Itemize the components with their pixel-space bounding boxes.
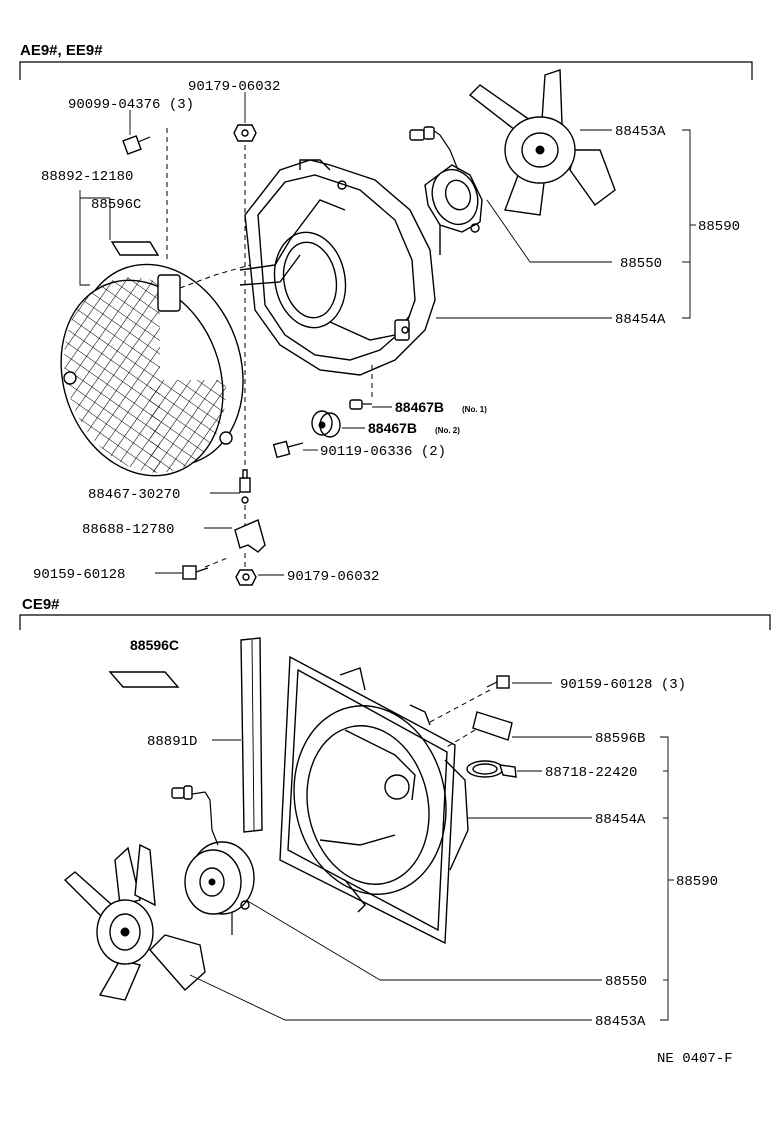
fan-blade-top [468, 69, 616, 216]
label-88891d: 88891D [147, 734, 197, 750]
clamp-88718 [466, 760, 517, 778]
bolt-90159-bottom [486, 675, 510, 689]
fan-motor-top [409, 126, 483, 255]
label-90099-04376: 90099-04376 (3) [68, 97, 194, 113]
nut-90179-top [233, 124, 257, 142]
label-90159-60128-bottom: 90159-60128 (3) [560, 677, 686, 693]
nut-90179-bottom [235, 569, 257, 586]
label-90119-06336: 90119-06336 (2) [320, 444, 446, 460]
fan-guard-mesh [60, 260, 244, 490]
section-frame-top [19, 61, 753, 80]
fan-shroud-bottom [279, 655, 469, 945]
label-88596c-top: 88596C [91, 197, 141, 213]
label-88453a-bottom: 88453A [595, 1014, 646, 1030]
label-88688-12780: 88688-12780 [82, 522, 174, 538]
label-88550-top: 88550 [620, 256, 662, 272]
section-frame-bottom [19, 614, 771, 630]
label-88467b-no2-sub: (No. 2) [435, 426, 460, 435]
stud-88467 [239, 469, 251, 504]
fan-shroud [239, 159, 436, 376]
bolt-90159-top [182, 565, 209, 580]
leaders-top [79, 92, 696, 576]
grommet-no1 [349, 399, 372, 410]
section-title-top: AE9#, EE9# [20, 42, 103, 59]
bolt-90119 [272, 440, 304, 459]
fan-blade-bottom [63, 843, 206, 1001]
seal-strip-88891d [240, 637, 263, 833]
label-88454a-top: 88454A [615, 312, 666, 328]
label-90179-06032-top: 90179-06032 [188, 79, 280, 95]
label-88467b-no1: 88467B [395, 399, 444, 415]
label-88467b-no2: 88467B [368, 420, 417, 436]
label-sticker-88596b [472, 711, 513, 741]
label-88718-22420: 88718-22420 [545, 765, 637, 781]
label-sticker-top [110, 241, 160, 256]
label-88467-30270: 88467-30270 [88, 487, 180, 503]
label-sticker-bottom [108, 671, 180, 688]
label-88892-12180: 88892-12180 [41, 169, 133, 185]
label-88454a-bottom: 88454A [595, 812, 646, 828]
label-88596b: 88596B [595, 731, 645, 747]
reference-code: NE 0407-F [657, 1051, 733, 1067]
fan-motor-bottom [171, 785, 255, 935]
bracket-88688 [234, 519, 266, 553]
label-88467b-no1-sub: (No. 1) [462, 405, 487, 414]
leaders-bottom [189, 682, 674, 1021]
label-88596c-bottom: 88596C [130, 637, 179, 653]
label-88550-bottom: 88550 [605, 974, 647, 990]
label-90159-60128-top: 90159-60128 [33, 567, 125, 583]
section-title-bottom: CE9# [22, 596, 60, 613]
bolt-90099 [122, 135, 151, 155]
label-88590-bottom: 88590 [676, 874, 718, 890]
label-88453a-top: 88453A [615, 124, 666, 140]
grommet-no2 [311, 410, 341, 438]
label-88590-top: 88590 [698, 219, 740, 235]
label-90179-06032-bottom: 90179-06032 [287, 569, 379, 585]
